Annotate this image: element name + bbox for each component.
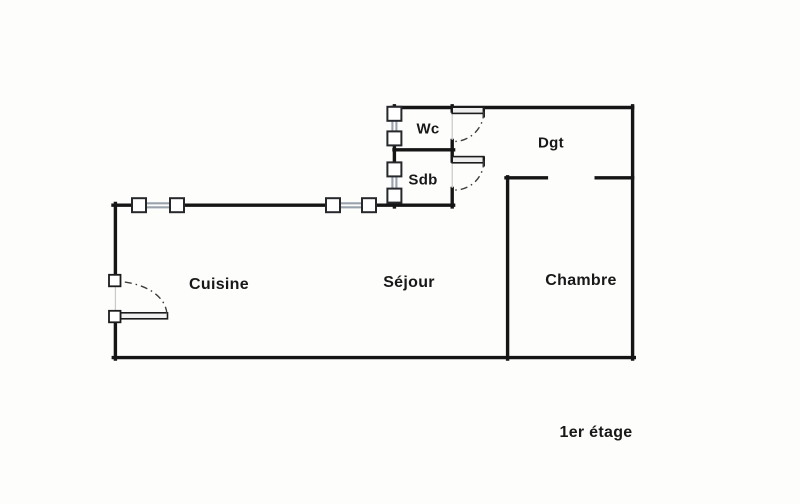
room-label-cuisine: Cuisine bbox=[189, 276, 249, 293]
room-label-sdb: Sdb bbox=[408, 171, 438, 189]
room-label-sejour: Séjour bbox=[383, 274, 435, 291]
window-sejour-icon bbox=[325, 197, 377, 214]
room-label-dgt: Dgt bbox=[538, 134, 564, 152]
window-wc-icon bbox=[386, 105, 403, 147]
doors bbox=[108, 106, 485, 324]
door-opening-lines bbox=[114, 111, 453, 313]
door-cuisine-icon bbox=[108, 273, 169, 324]
room-label-chambre: Chambre bbox=[545, 272, 617, 289]
floor-caption: 1er étage bbox=[559, 424, 633, 441]
window-sdb-icon bbox=[386, 161, 403, 204]
door-wc-icon bbox=[451, 106, 485, 143]
window-cuisine-icon bbox=[131, 197, 185, 214]
room-label-wc: Wc bbox=[416, 120, 440, 138]
windows bbox=[131, 105, 403, 214]
door-sdb-icon bbox=[451, 155, 485, 191]
